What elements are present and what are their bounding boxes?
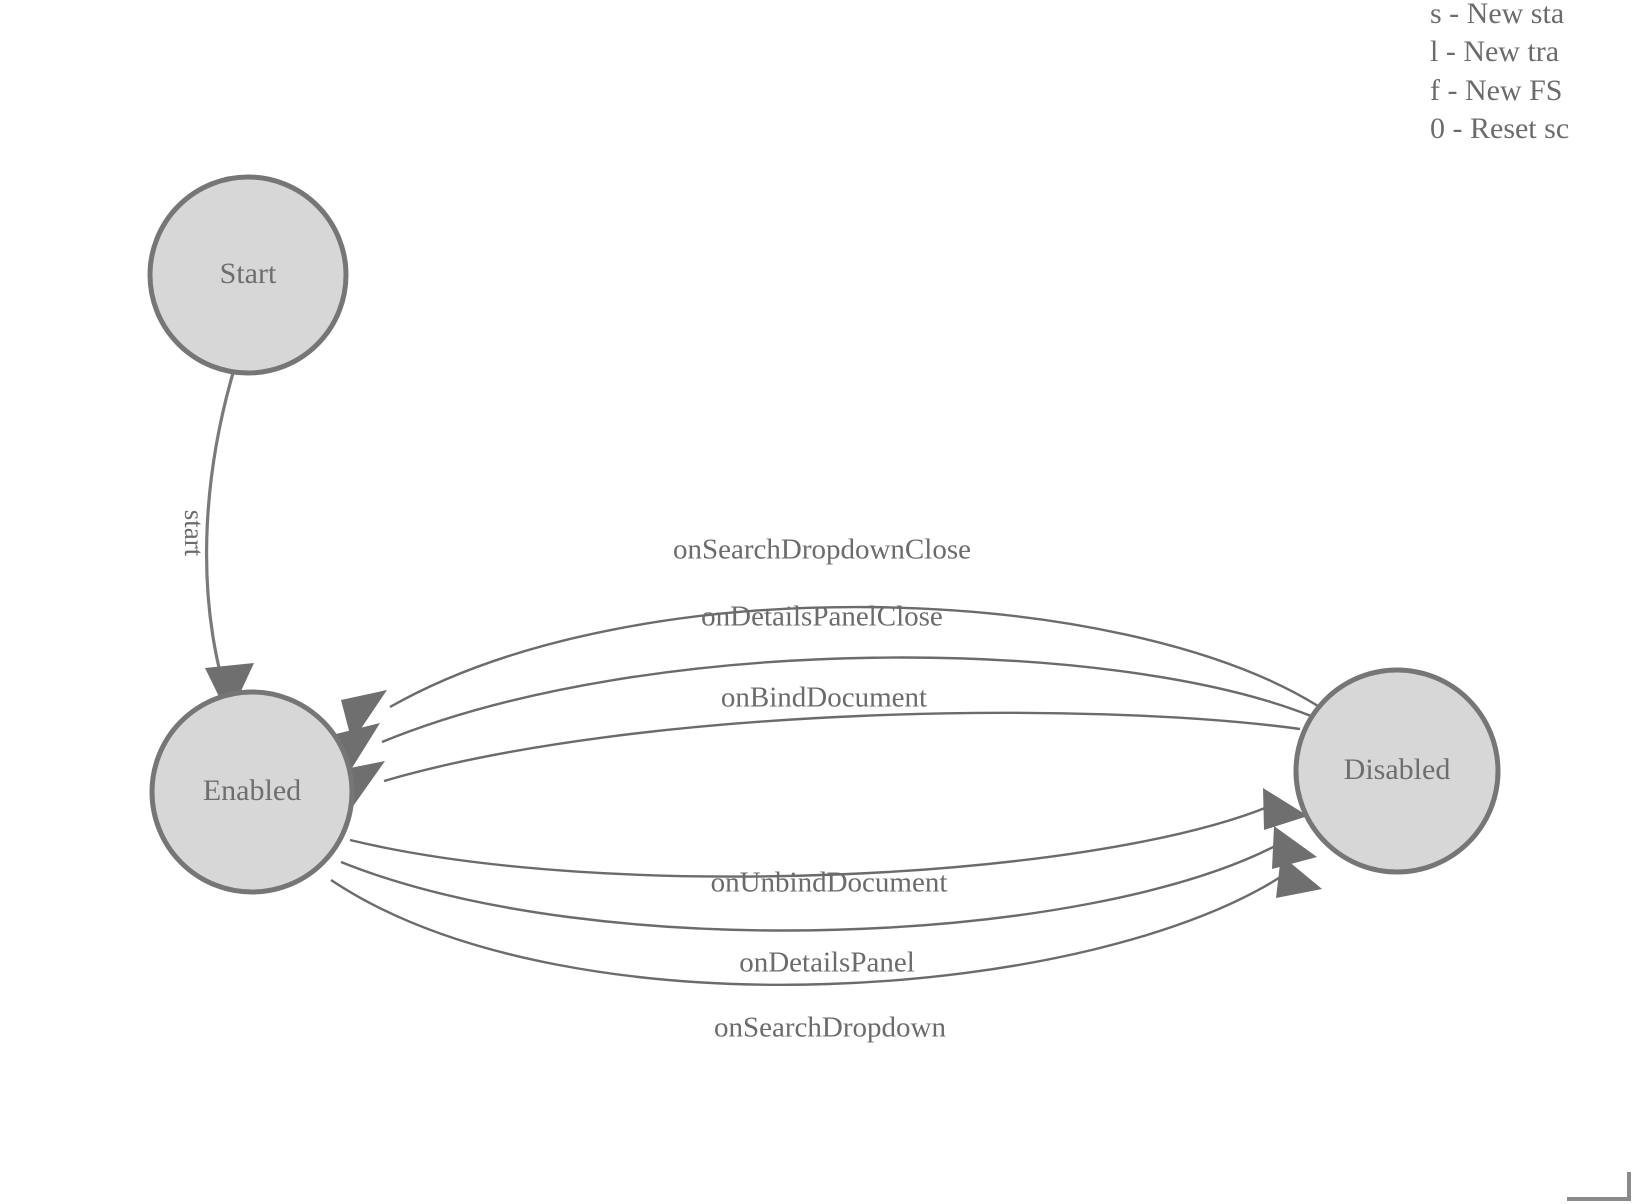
state-node-start-label: Start	[220, 257, 277, 290]
edge-line-ondetailspanel[interactable]	[340, 841, 1282, 932]
edge-label-onsearchdropdownclose: onSearchDropdownClose	[673, 534, 971, 566]
help-line-new-state: s - New sta	[1430, 0, 1564, 30]
edge-line-onsearchdropdownclose[interactable]	[389, 605, 1319, 709]
state-node-start[interactable]: Start	[147, 174, 349, 376]
help-line-new-fsm: f - New FS	[1430, 74, 1563, 107]
state-node-enabled[interactable]: Enabled	[149, 689, 355, 895]
edge-label-onsearchdropdown: onSearchDropdown	[714, 1012, 946, 1044]
arrow-head-ondetailspanel	[1272, 826, 1317, 869]
arrow-head-start-enabled	[205, 663, 254, 717]
help-line-reset-scale: 0 - Reset sc	[1430, 112, 1569, 145]
edge-group-onsearchdropdown[interactable]	[330, 855, 1322, 986]
edge-label-onbinddocument: onBindDocument	[721, 682, 927, 714]
arrow-head-onunbinddocument	[1263, 788, 1308, 830]
state-node-start-circle[interactable]	[147, 174, 349, 376]
edge-line-onunbinddocument[interactable]	[349, 804, 1271, 878]
arrow-head-onsearchdropdownclose	[341, 690, 387, 742]
edge-group-onunbinddocument[interactable]	[349, 788, 1308, 878]
edge-group-start-to-enabled[interactable]	[205, 372, 254, 717]
edge-label-start: start	[179, 510, 209, 557]
arrow-head-onsearchdropdown	[1276, 855, 1322, 898]
edge-line-start-enabled[interactable]	[205, 372, 235, 681]
state-node-enabled-circle[interactable]	[149, 689, 355, 895]
help-line-new-transition: l - New tra	[1430, 35, 1559, 68]
edge-line-onbinddocument[interactable]	[383, 711, 1301, 783]
edge-group-onsearchdropdownclose[interactable]	[341, 605, 1319, 742]
state-node-disabled-circle[interactable]	[1293, 667, 1501, 875]
edge-line-ondetailspanelclose[interactable]	[381, 656, 1312, 744]
edge-label-ondetailspanel: onDetailsPanel	[739, 947, 915, 979]
help-overlay: s - New sta l - New tra f - New FS 0 - R…	[1430, 0, 1569, 145]
state-node-enabled-label: Enabled	[203, 774, 301, 807]
edge-line-onsearchdropdown[interactable]	[330, 871, 1289, 986]
edge-label-onunbinddocument: onUnbindDocument	[711, 867, 948, 899]
bottom-right-corner-mark	[1567, 1172, 1631, 1201]
state-node-disabled-label: Disabled	[1344, 753, 1451, 786]
edge-label-ondetailspanelclose: onDetailsPanelClose	[701, 601, 943, 633]
edge-group-onbinddocument[interactable]	[340, 711, 1301, 812]
state-node-disabled[interactable]: Disabled	[1293, 667, 1501, 875]
